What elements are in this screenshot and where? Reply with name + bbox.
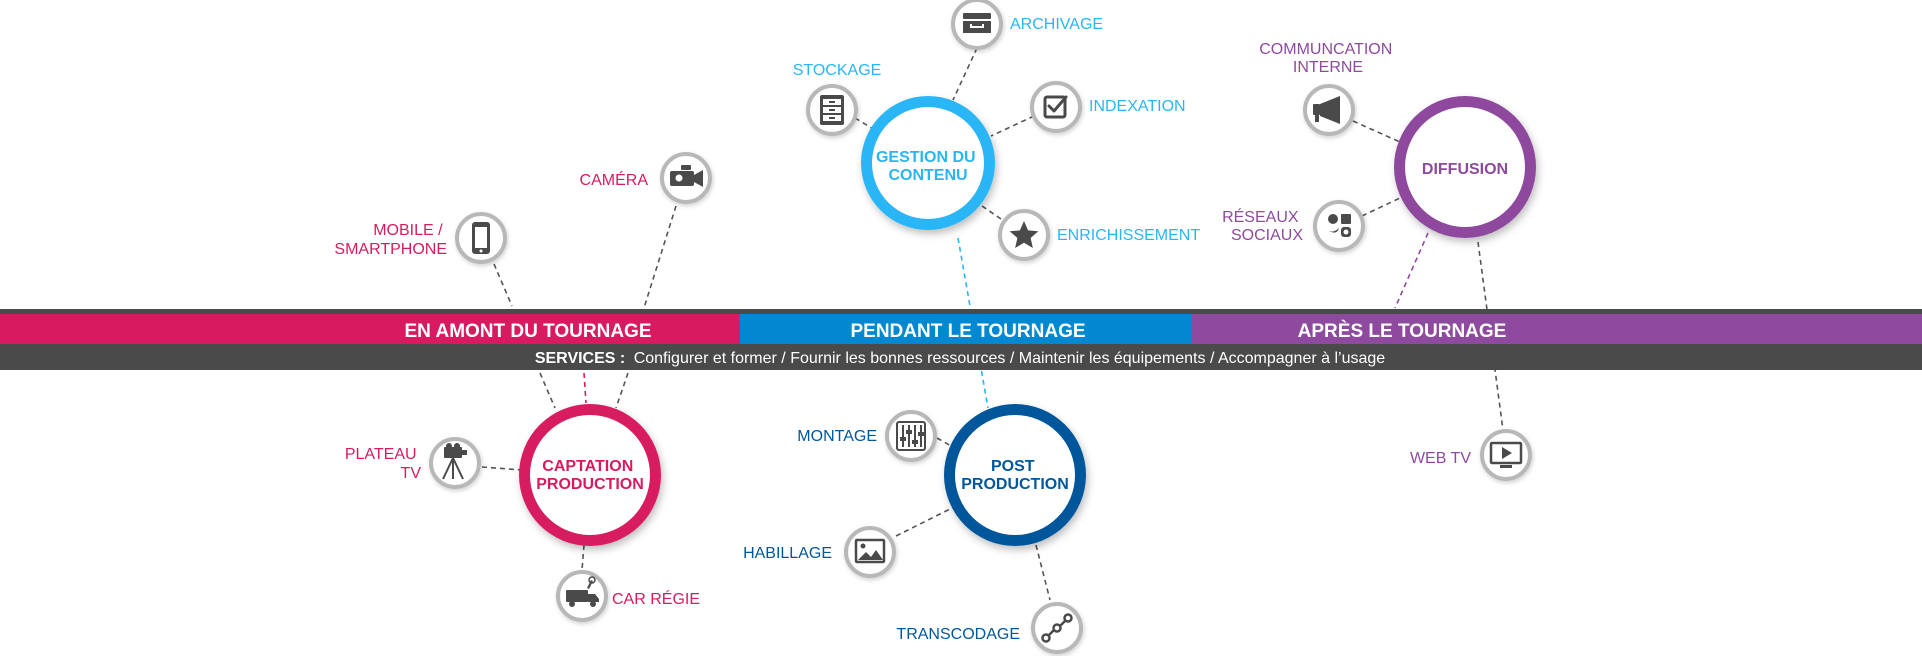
- storage-cabinet-icon: [820, 95, 844, 125]
- connector-capt-left: [539, 372, 556, 409]
- monitor-play-icon: [1489, 441, 1523, 468]
- connector-capt-mid: [583, 372, 587, 404]
- node-stockage[interactable]: STOCKAGE: [793, 62, 882, 136]
- hub-captation-production[interactable]: CAPTATION PRODUCTION: [519, 404, 661, 546]
- node-archivage-label: ARCHIVAGE: [1010, 16, 1103, 33]
- hub-gestion-label: GESTION DU CONTENU: [876, 149, 980, 184]
- node-indexation-label: INDEXATION: [1089, 98, 1186, 115]
- node-habillage-label: HABILLAGE: [743, 545, 832, 562]
- node-camera-label: CAMÉRA: [580, 170, 649, 189]
- band-during-label: PENDANT LE TOURNAGE: [850, 321, 1085, 342]
- node-communication-label: COMMUNCATION INTERNE: [1259, 41, 1396, 76]
- connector-car: [581, 544, 585, 571]
- services-line: SERVICES : Configurer et former / Fourni…: [535, 350, 1385, 367]
- workflow-nodes-icon: [1041, 613, 1073, 643]
- node-camera[interactable]: CAMÉRA: [580, 152, 712, 204]
- social-networks-icon: [1327, 214, 1351, 237]
- node-car-regie[interactable]: CAR RÉGIE: [556, 570, 700, 622]
- node-mobile-label: MOBILE / SMARTPHONE: [334, 222, 447, 258]
- connector-reseaux: [1361, 197, 1401, 217]
- connector-diffusion-left: [1394, 232, 1429, 309]
- services-band: [0, 344, 1922, 370]
- connector-habillage: [895, 506, 955, 537]
- broadcast-truck-icon: [566, 576, 599, 607]
- band-after: [1192, 314, 1922, 344]
- connector-capt-right: [615, 372, 629, 409]
- node-stockage-label: STOCKAGE: [793, 62, 882, 79]
- image-icon: [854, 538, 886, 564]
- hub-diffusion[interactable]: DIFFUSION: [1394, 96, 1536, 238]
- hub-gestion-du-contenu[interactable]: GESTION DU CONTENU: [861, 96, 995, 230]
- connector-enrichissement: [981, 205, 1002, 220]
- hub-captation-label: CAPTATION PRODUCTION: [536, 458, 644, 493]
- node-web-tv[interactable]: WEB TV: [1410, 429, 1532, 481]
- connector-plateau: [481, 466, 523, 471]
- checkbox-icon: [1043, 95, 1068, 119]
- node-montage-label: MONTAGE: [797, 428, 877, 445]
- node-habillage[interactable]: HABILLAGE: [743, 526, 896, 578]
- timeline-bands: EN AMONT DU TOURNAGE PENDANT LE TOURNAGE…: [0, 309, 1922, 370]
- band-before: [0, 314, 740, 344]
- node-plateau-tv[interactable]: PLATEAU TV: [345, 437, 481, 489]
- node-transcodage[interactable]: TRANSCODAGE: [896, 602, 1083, 654]
- node-webtv-label: WEB TV: [1410, 450, 1471, 467]
- node-transcodage-label: TRANSCODAGE: [896, 626, 1020, 643]
- node-enrichissement[interactable]: ENRICHISSEMENT: [998, 209, 1200, 261]
- megaphone-icon: [1313, 96, 1340, 124]
- node-enrichissement-label: ENRICHISSEMENT: [1057, 227, 1200, 244]
- archive-box-icon: [963, 13, 991, 33]
- band-before-label: EN AMONT DU TOURNAGE: [405, 321, 652, 342]
- hub-diffusion-label: DIFFUSION: [1422, 161, 1508, 178]
- connector-gestion-post: [957, 237, 989, 409]
- services-text: Configurer et former / Fournir les bonne…: [634, 350, 1386, 367]
- node-mobile-smartphone[interactable]: MOBILE / SMARTPHONE: [334, 212, 507, 264]
- node-reseaux-sociaux[interactable]: RÉSEAUX SOCIAUX: [1222, 200, 1365, 252]
- connector-communication: [1352, 120, 1401, 143]
- hub-post-production[interactable]: POST PRODUCTION: [944, 404, 1086, 546]
- connector-archivage: [952, 47, 978, 101]
- connector-transcodage: [1035, 544, 1051, 601]
- node-archivage[interactable]: ARCHIVAGE: [951, 0, 1103, 50]
- video-camera-icon: [670, 165, 703, 187]
- services-label: SERVICES :: [535, 350, 625, 367]
- smartphone-icon: [472, 222, 490, 254]
- node-communication-interne[interactable]: COMMUNCATION INTERNE: [1259, 41, 1396, 136]
- connector-indexation: [990, 115, 1035, 137]
- band-after-label: APRÈS LE TOURNAGE: [1298, 320, 1507, 342]
- band-top-line: [0, 309, 1922, 314]
- connector-camera: [643, 205, 677, 309]
- band-during: [740, 314, 1192, 344]
- node-car-label: CAR RÉGIE: [612, 589, 700, 608]
- star-icon: [1009, 221, 1039, 248]
- hub-post-label: POST PRODUCTION: [961, 458, 1069, 493]
- node-indexation[interactable]: INDEXATION: [1030, 81, 1186, 133]
- mixer-sliders-icon: [896, 421, 926, 451]
- connector-mobile: [493, 263, 513, 307]
- node-montage[interactable]: MONTAGE: [797, 410, 937, 462]
- tv-studio-camera-icon: [442, 443, 467, 480]
- node-reseaux-label: RÉSEAUX SOCIAUX: [1222, 207, 1303, 244]
- node-plateau-label: PLATEAU TV: [345, 446, 422, 482]
